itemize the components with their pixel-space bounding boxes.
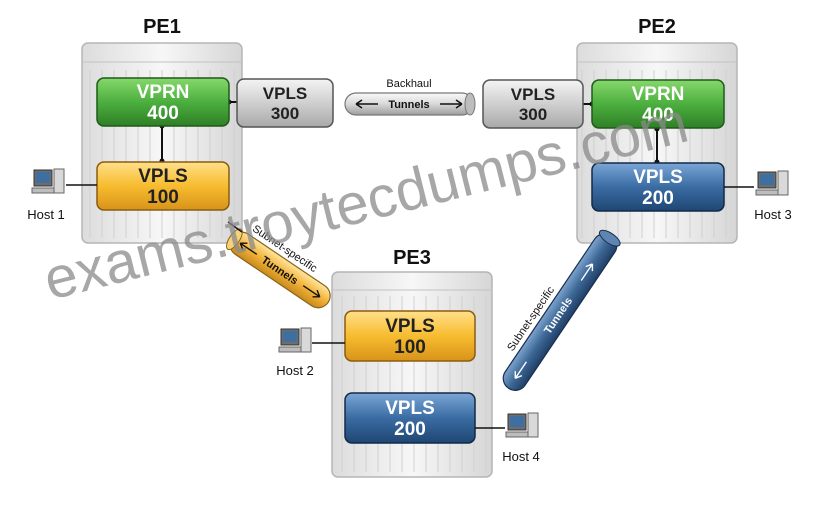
service-pe2-vprn-box (591, 79, 725, 129)
host1-label: Host 1 (27, 207, 65, 222)
backhaul-tunnel-label: Tunnels (388, 99, 429, 111)
service-pe1-vprn-400: VPRN 400 (96, 77, 230, 127)
computer-keyboard (31, 187, 55, 194)
service-pe3-vpls200-box (344, 392, 476, 444)
computer-icon (505, 412, 539, 438)
arrow-right-icon (302, 285, 321, 298)
host-1: Host 1 (27, 168, 65, 222)
host-4: Host 4 (502, 412, 540, 464)
arrow-left-icon (239, 242, 258, 255)
service-pe2-vpls300-line1: VPLS (511, 85, 555, 104)
backhaul-tunnel: Backhaul Tunnels (344, 78, 476, 116)
link-pe1-vpls100-tunnel (227, 221, 243, 233)
computer-icon (755, 170, 789, 196)
service-pe2-vpls200-line1: VPLS (633, 167, 683, 188)
subnet-tunnel-right: Tunnels Subnet-specific (502, 229, 621, 391)
service-pe1-vpls100-box (96, 161, 230, 211)
router-pe1-title: PE1 (143, 16, 181, 38)
service-pe3-vpls100-line1: VPLS (385, 316, 435, 337)
computer-tower (53, 168, 65, 194)
computer-screen (510, 416, 524, 427)
service-pe3-vpls100-box (344, 310, 476, 362)
service-pe1-vpls-300: VPLS 300 (236, 78, 334, 128)
service-pe2-vpls200-line2: 200 (642, 188, 674, 209)
computer-icon (278, 327, 312, 353)
host-3: Host 3 (754, 170, 792, 222)
host4-label: Host 4 (502, 449, 540, 464)
service-pe1-vpls100-line1: VPLS (138, 166, 188, 187)
subnet-tunnel-right-end (598, 229, 621, 247)
service-pe2-vpls300-box (482, 79, 584, 129)
computer-keyboard (755, 189, 779, 196)
service-pe2-vprn-400: VPRN 400 (591, 79, 725, 129)
service-pe1-vpls300-box (236, 78, 334, 128)
service-pe2-vprn-line2: 400 (642, 105, 674, 126)
computer-keyboard (505, 431, 529, 438)
computer-screen (283, 331, 297, 342)
arrow-left-icon (514, 361, 528, 379)
service-pe2-vpls300-line2: 300 (519, 105, 547, 124)
computer-keyboard (278, 346, 302, 353)
host3-label: Host 3 (754, 207, 792, 222)
service-pe1-vprn-line1: VPRN (137, 82, 190, 103)
computer-tower (300, 327, 312, 353)
service-pe1-vpls100-line2: 100 (147, 187, 179, 208)
service-pe3-vpls100-line2: 100 (394, 337, 426, 358)
service-pe3-vpls200-line1: VPLS (385, 398, 435, 419)
computer-icon (31, 168, 65, 194)
service-pe1-vpls-100: VPLS 100 (96, 161, 230, 211)
service-pe2-vpls-300: VPLS 300 (482, 79, 584, 129)
service-pe2-vpls-200: VPLS 200 (591, 162, 725, 212)
arrow-right-icon (440, 99, 463, 109)
service-pe3-vpls-200: VPLS 200 (344, 392, 476, 444)
computer-tower (777, 170, 789, 196)
computer-screen (760, 174, 774, 185)
subnet-tunnel-left-end (226, 228, 243, 251)
backhaul-caption: Backhaul (386, 78, 431, 90)
host-2: Host 2 (276, 327, 314, 378)
service-pe1-vpls300-line2: 300 (271, 104, 299, 123)
host2-label: Host 2 (276, 363, 314, 378)
service-pe3-vpls200-line2: 200 (394, 419, 426, 440)
router-pe3-title: PE3 (393, 247, 431, 269)
arrow-right-icon (580, 263, 594, 281)
computer-tower (527, 412, 539, 438)
service-pe1-vprn-line2: 400 (147, 103, 179, 124)
backhaul-tunnel-end (464, 92, 476, 116)
router-pe2-title: PE2 (638, 16, 676, 38)
service-pe2-vprn-line1: VPRN (632, 84, 685, 105)
service-pe1-vpls300-line1: VPLS (263, 84, 307, 103)
host-links (66, 184, 754, 429)
service-pe3-vpls-100: VPLS 100 (344, 310, 476, 362)
arrow-left-icon (355, 99, 378, 109)
computer-screen (36, 172, 50, 183)
service-pe1-vprn-box (96, 77, 230, 127)
